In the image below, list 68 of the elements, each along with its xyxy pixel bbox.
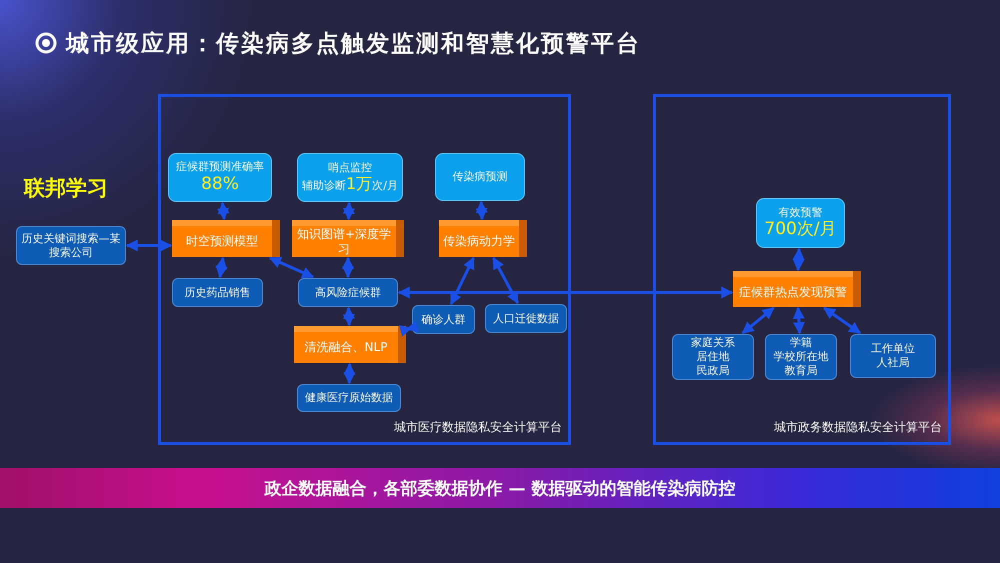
arrow (792, 306, 805, 334)
node-text: 学籍 (790, 336, 812, 350)
node-text: 人社局 (876, 356, 910, 370)
arrow (450, 256, 475, 306)
title: 城市级应用：传染病多点触发监测和智慧化预警平台 (66, 30, 641, 59)
node-text: 有效预警 (778, 206, 822, 220)
arrow (215, 256, 228, 278)
result-box (435, 153, 525, 201)
arrow (399, 320, 419, 337)
node-text: 症候群预测准确率 (176, 160, 264, 174)
arrow (823, 306, 862, 334)
arrow (268, 256, 314, 278)
node-text: 高风险症候群 (315, 286, 381, 300)
node-text: 88% (201, 174, 239, 195)
node-text: 民政局 (696, 364, 730, 378)
data-source-box (172, 278, 263, 307)
arrow (342, 256, 354, 278)
arrow (342, 306, 355, 326)
arrow (342, 202, 355, 220)
data-source-box (485, 304, 567, 333)
model-block (733, 271, 861, 307)
data-source-box (298, 278, 398, 307)
data-source-box (672, 334, 754, 380)
arrow (398, 286, 734, 298)
node-text: 人口迁徙数据 (493, 312, 559, 326)
node-text: 清洗融合、NLP (304, 340, 388, 355)
arrow (343, 362, 356, 384)
data-source-box (765, 334, 837, 380)
node-text: 教育局 (784, 364, 818, 378)
result-box (297, 153, 403, 202)
node-text: 700次/月 (764, 219, 837, 240)
arrow (492, 256, 519, 304)
platform-label: 城市医疗数据隐私安全计算平台 (394, 419, 562, 436)
data-source-box (297, 384, 401, 412)
node-text: 健康医疗原始数据 (305, 391, 393, 405)
node-text: 居住地 (696, 350, 730, 364)
node-text: 工作单位 (871, 342, 915, 356)
data-source-box (850, 334, 936, 378)
section-label: 联邦学习 (24, 175, 108, 202)
node-text: 确诊人群 (422, 312, 466, 326)
result-box (756, 198, 845, 248)
node-text: 时空预测模型 (186, 234, 258, 249)
model-block (172, 220, 280, 257)
platform-frame (158, 94, 571, 445)
node-text: 历史药品销售 (184, 286, 250, 300)
node-text: 辅助诊断1万次/月 (302, 174, 398, 194)
arrow (476, 200, 488, 220)
data-source-box (16, 226, 126, 265)
result-box (168, 153, 272, 202)
platform-frame (653, 94, 951, 445)
arrow (217, 202, 230, 220)
model-block (439, 220, 527, 257)
node-text: 传染病动力学 (443, 234, 515, 249)
arrow (792, 248, 805, 272)
node-text: 症候群热点发现预警 (739, 284, 847, 300)
model-block (292, 220, 404, 257)
data-source-box (412, 305, 475, 334)
banner: 政企数据融合，各部委数据协作 — 数据驱动的智能传染病防控 (0, 468, 1000, 508)
platform-label: 城市政务数据隐私安全计算平台 (774, 419, 942, 436)
node-text: 学校所在地 (774, 350, 828, 364)
node-text: 知识图谱+深度学习 (296, 226, 392, 256)
node-text: 传染病预测 (452, 170, 508, 184)
node-text: 家庭关系 (691, 336, 735, 350)
arrow (126, 240, 172, 252)
node-text: 哨点监控 (328, 160, 372, 174)
node-text: 历史关键词搜索—某搜索公司 (21, 232, 121, 260)
arrow (742, 306, 774, 334)
model-block (294, 326, 406, 363)
